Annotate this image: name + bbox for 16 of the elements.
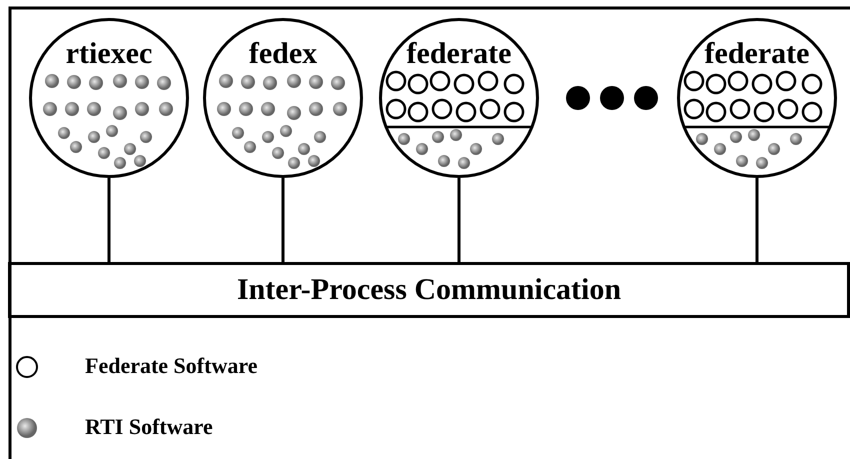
connector-line [282,178,284,262]
process-name: rtiexec [64,37,154,71]
process-name: federate [406,37,512,71]
legend-label: Federate Software [85,353,258,379]
communication-bar [8,262,850,318]
connector-line [458,178,460,262]
process-circle [677,18,837,178]
process-circle [203,18,363,178]
connector-line [756,178,758,262]
process-name: federate [704,37,810,71]
process-name: fedex [248,37,318,71]
process-circle [29,18,189,178]
legend-label: RTI Software [85,414,213,440]
connector-line [108,178,110,262]
bar-label: Inter-Process Communication [236,273,622,307]
process-circle [379,18,539,178]
